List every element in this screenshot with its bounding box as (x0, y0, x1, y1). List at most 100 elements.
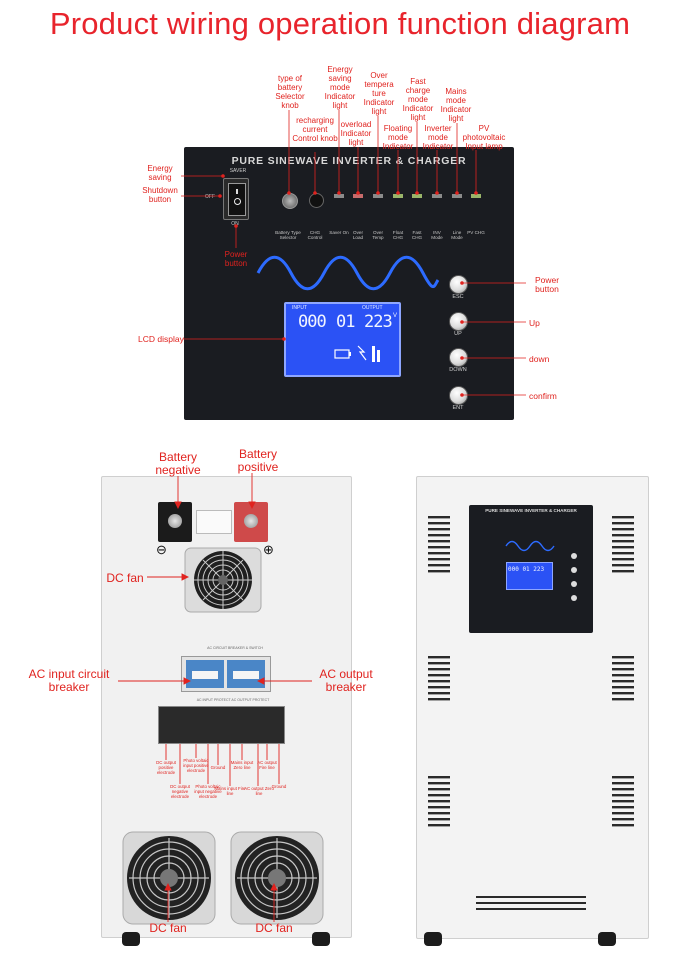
window-label-overtemp: Over Temp (372, 230, 384, 241)
callout-up: Up (529, 318, 540, 328)
window-label-float: Float CHG (392, 230, 404, 241)
down-button[interactable] (449, 348, 468, 367)
callout-dc-fan-left: DC fan (149, 921, 187, 935)
window-label-inv: INV Mode (431, 230, 443, 241)
window-label-chg: CHG Control (307, 230, 323, 241)
rocker-switch[interactable] (223, 178, 249, 220)
up-button[interactable] (449, 312, 468, 331)
callout-inverter-mode: Inverter mode Indicator (422, 124, 454, 151)
wheel-rear-right (312, 932, 330, 946)
indicator-overtemp (373, 194, 383, 198)
callout-fast-charge: Fast charge mode Indicator light (402, 77, 434, 122)
terminal-label-plate (196, 510, 232, 534)
front-unit-lcd (506, 562, 553, 590)
callout-shutdown: Shutdown button (142, 186, 178, 204)
callout-battery-negative: Battery negative (155, 450, 201, 477)
callout-ac-output-breaker: AC output breaker (319, 667, 373, 694)
terminal-block (158, 706, 285, 744)
terminal-label-1: DC output negative electrode (170, 784, 190, 799)
indicator-overload (353, 194, 363, 198)
ent-label: ENT (452, 405, 464, 411)
dc-fan-right-icon (230, 831, 324, 925)
callout-down: down (529, 354, 550, 364)
terminal-label-3: Photo voltaic input negative electrode (194, 784, 222, 799)
front-unit-vents (428, 516, 634, 910)
terminal-label-9: Ground (271, 784, 287, 789)
window-label-saver: Saver On (329, 230, 349, 235)
lcd-output-value: 223 (364, 312, 393, 332)
indicator-line (452, 194, 462, 198)
terminal-label-5: Mains input Fire line (214, 786, 246, 796)
terminal-caption: AC INPUT PROTECT AC OUTPUT PROTECT (196, 698, 270, 702)
terminal-label-6: Mains input Zero line (230, 760, 254, 770)
callout-confirm: confirm (529, 391, 557, 401)
callout-battery-positive: Battery positive (237, 447, 279, 474)
lcd-input-value: 000 (298, 312, 327, 332)
off-label: OFF (205, 194, 215, 200)
dc-fan-top-icon (184, 547, 262, 613)
battery-negative-terminal (158, 502, 192, 542)
saver-label: SAVER (229, 168, 247, 174)
front-unit-button-3[interactable] (571, 581, 577, 587)
up-label: UP (454, 331, 462, 337)
wheel-front-left (424, 932, 442, 946)
front-unit-sine-icon (505, 540, 555, 552)
wheel-rear-left (122, 932, 140, 946)
lcd-mid-value: 01 (336, 312, 356, 332)
battery-positive-terminal (234, 502, 268, 542)
callout-overload: overload Indicator light (340, 120, 372, 147)
panel-heading: PURE SINEWAVE INVERTER & CHARGER (231, 155, 467, 167)
callout-floating: Floating mode Indicator (382, 124, 414, 151)
minus-symbol-icon: ⊖ (156, 542, 167, 557)
callout-ac-input-breaker: AC input circuit breaker (28, 667, 110, 694)
front-unit-button-4[interactable] (571, 595, 577, 601)
down-label: DOWN (449, 367, 467, 373)
callout-recharge: recharging current Control knob (292, 116, 338, 143)
diagram-title: Product wiring operation function diagra… (49, 6, 631, 41)
window-label-overload: Over Load (352, 230, 364, 241)
indicator-fast (412, 194, 422, 198)
window-label-battery: Battery Type Selector (275, 230, 301, 241)
window-label-pv: PV CHG (467, 230, 485, 235)
front-unit-button-2[interactable] (571, 567, 577, 573)
window-label-line: Line Mode (451, 230, 463, 241)
terminal-label-7: AC output Zero line (244, 786, 274, 796)
lcd-output-label: OUTPUT (362, 305, 383, 311)
indicator-saver (334, 194, 344, 198)
callout-pv: PV photovoltaic Input lamp (462, 124, 506, 151)
callout-power-button-right: Power button (534, 275, 560, 294)
indicator-pv (471, 194, 481, 198)
rear-leader-lines (118, 473, 312, 922)
callout-mains-mode: Mains mode Indicator light (440, 87, 472, 123)
terminal-label-2: Photo voltaic input positive electrode (183, 758, 209, 773)
callout-battery-type: type of battery Selector knob (275, 74, 305, 110)
sine-wave (256, 255, 440, 291)
panel-leader-lines (181, 110, 526, 397)
lcd-status-icons (334, 345, 380, 362)
lcd-display (284, 302, 401, 377)
breaker-caption: AC CIRCUIT BREAKER & SWITCH (207, 646, 263, 650)
plus-symbol-icon: ⊕ (263, 542, 274, 557)
callout-dc-fan-right: DC fan (255, 921, 293, 935)
callout-dc-fan-top: DC fan (106, 571, 144, 585)
front-unit-lcd-value: 000 01 223 (508, 566, 545, 573)
front-unit-heading: PURE SINEWAVE INVERTER & CHARGER (485, 508, 577, 513)
lcd-unit: V (393, 313, 398, 319)
callout-lcd: LCD display (138, 334, 184, 344)
terminal-label-0: DC output positive electrode (156, 760, 176, 775)
esc-label: ESC (452, 294, 464, 300)
callout-energy-saving: Energy saving (147, 164, 173, 182)
breaker-panel (181, 656, 271, 692)
callout-energy-saving-light: Energy saving mode Indicator light (324, 65, 356, 110)
indicator-inv (432, 194, 442, 198)
front-unit-button-1[interactable] (571, 553, 577, 559)
on-label: ON (231, 221, 239, 227)
esc-button[interactable] (449, 275, 468, 294)
indicator-float (393, 194, 403, 198)
wheel-front-right (598, 932, 616, 946)
terminal-label-4: Ground (210, 765, 226, 770)
dc-fan-left-icon (122, 831, 216, 925)
ent-button[interactable] (449, 386, 468, 405)
callout-overtemp: Over tempera ture Indicator light (363, 71, 395, 116)
lcd-input-label: INPUT (292, 305, 307, 311)
